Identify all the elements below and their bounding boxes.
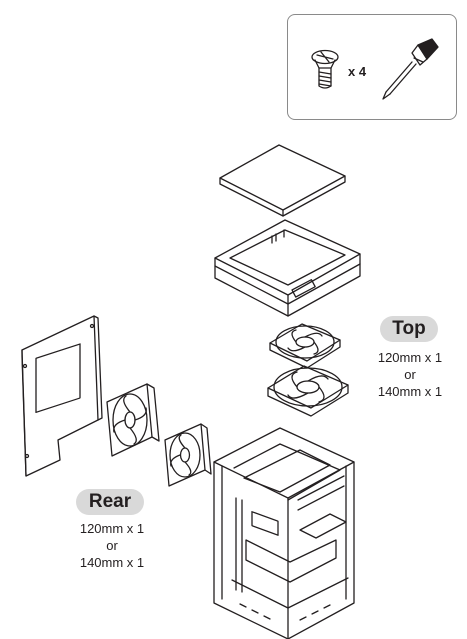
rear-separator: or <box>106 538 118 553</box>
rear-fan-140mm <box>106 383 160 457</box>
rear-fan-120mm <box>164 423 212 487</box>
top-cover-panel <box>219 144 346 217</box>
rear-label: Rear <box>76 489 144 515</box>
accessories-box <box>287 14 457 120</box>
top-option-2: 140mm x 1 <box>377 384 443 399</box>
top-fan-120mm <box>269 323 341 369</box>
rear-option-1: 120mm x 1 <box>79 521 145 536</box>
rear-option-2: 140mm x 1 <box>79 555 145 570</box>
top-separator: or <box>404 367 416 382</box>
top-mesh-frame <box>214 219 361 317</box>
top-fan-spec: 120mm x 1 or 140mm x 1 <box>364 349 456 400</box>
top-label: Top <box>380 316 438 342</box>
screwdriver-icon <box>382 38 439 100</box>
top-option-1: 120mm x 1 <box>377 350 443 365</box>
chassis-frame <box>213 427 355 639</box>
top-fan-140mm <box>267 365 349 417</box>
screw-quantity: x 4 <box>348 64 367 79</box>
rear-fan-spec: 120mm x 1 or 140mm x 1 <box>66 520 158 571</box>
screw-icon <box>311 49 339 89</box>
rear-panel-bracket <box>21 315 103 477</box>
